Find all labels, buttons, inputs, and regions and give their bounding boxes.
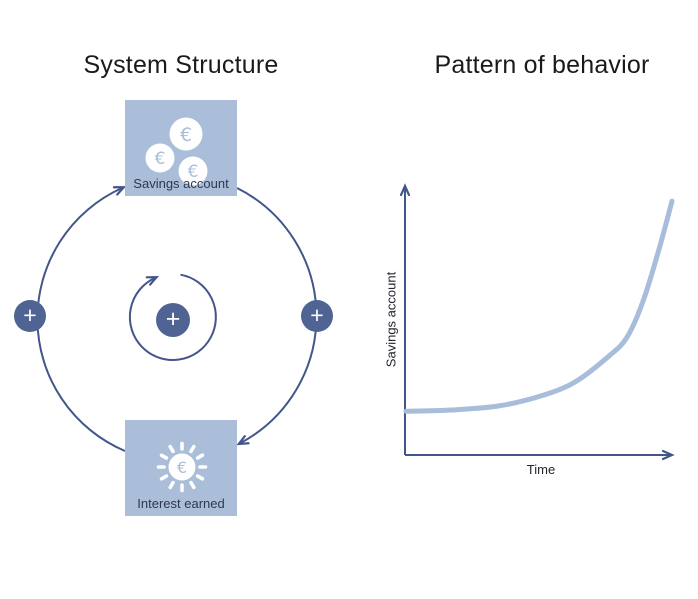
interest-earned-label: Interest earned	[137, 496, 225, 511]
system-structure-title: System Structure	[83, 51, 279, 79]
reinforcing-loop-arrow-icon	[128, 273, 217, 361]
y-axis-label: Savings account	[383, 271, 399, 368]
x-axis-label: Time	[526, 462, 556, 477]
growth-curve	[403, 198, 675, 414]
interest-earned-node: € Interest earned	[125, 420, 237, 516]
euro-symbol: €	[155, 149, 166, 169]
euro-symbol: €	[188, 162, 199, 182]
euro-symbol: €	[177, 458, 187, 477]
sun-euro-icon: €	[156, 441, 208, 493]
polarity-plus-left: +	[14, 300, 46, 332]
loop-arc-left-arrow	[36, 186, 127, 452]
polarity-plus-right: +	[301, 300, 333, 332]
euro-symbol: €	[180, 124, 192, 146]
sun-rays	[156, 441, 208, 493]
savings-account-label: Savings account	[133, 176, 229, 191]
polarity-plus-center: +	[156, 303, 190, 337]
pattern-of-behavior-title: Pattern of behavior	[434, 51, 650, 79]
euro-coins-icon: € € €	[145, 117, 208, 186]
savings-account-node: € € € Savings account	[125, 100, 237, 196]
